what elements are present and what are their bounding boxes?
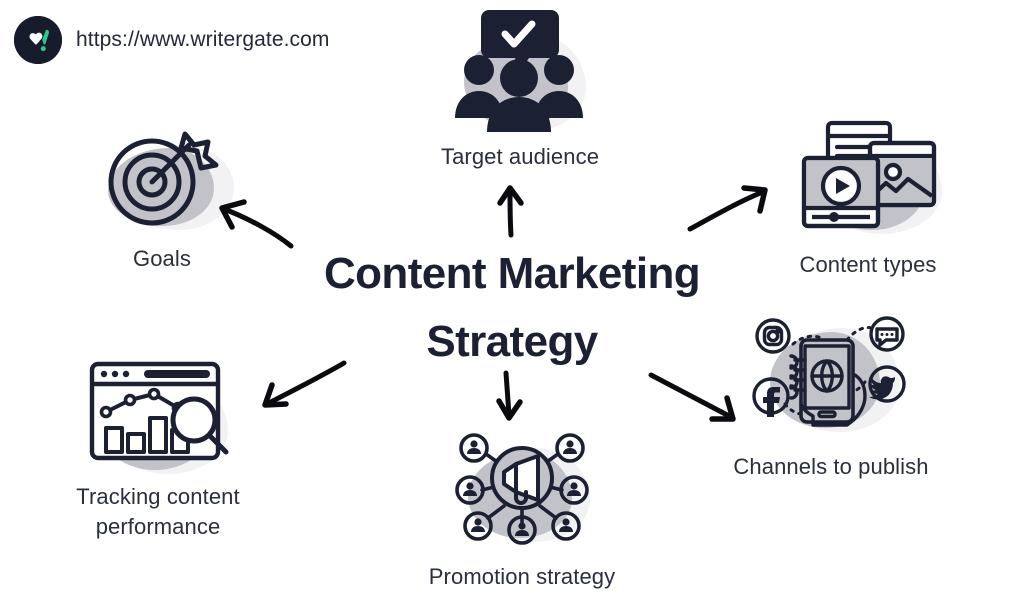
people-group-checkmark-icon xyxy=(455,10,583,132)
node-tracking-label: Tracking content performance xyxy=(76,484,240,539)
page-title-line-2: Strategy xyxy=(426,317,598,367)
node-channels-art xyxy=(700,312,962,440)
node-promotion-label: Promotion strategy xyxy=(428,564,616,589)
arrow-to-target-audience xyxy=(497,185,524,238)
node-channels-to-publish[interactable]: Channels to publish xyxy=(700,312,962,482)
node-promotion-strategy[interactable]: Promotion strategy xyxy=(402,428,642,592)
node-goals-art xyxy=(52,126,272,230)
target-dartboard-arrow-icon xyxy=(108,131,219,226)
brand-url-text: https://www.writergate.com xyxy=(76,28,330,51)
node-goals[interactable]: Goals xyxy=(52,126,272,274)
analytics-browser-magnifier-icon xyxy=(89,361,229,461)
brand-header: https://www.writergate.com xyxy=(14,16,330,64)
heart-exclamation-logo-icon xyxy=(14,16,62,64)
node-target-audience-label: Target audience xyxy=(440,144,600,169)
node-target-audience[interactable]: Target audience xyxy=(408,8,632,172)
media-cards-video-image-document-icon xyxy=(801,120,937,229)
node-content-types[interactable]: Content types xyxy=(752,118,984,280)
node-goals-label: Goals xyxy=(133,246,191,271)
node-channels-label: Channels to publish xyxy=(733,454,929,479)
node-promotion-art xyxy=(402,428,642,546)
node-tracking-performance[interactable]: Tracking content performance xyxy=(28,356,288,541)
node-content-types-label: Content types xyxy=(799,252,937,277)
megaphone-network-nodes-icon xyxy=(455,433,589,545)
page-title: Content Marketing Strategy xyxy=(282,240,742,376)
hand-phone-social-network-icon xyxy=(752,316,906,427)
arrow-to-promotion xyxy=(496,370,523,421)
node-target-audience-art xyxy=(408,8,632,134)
page-title-line-1: Content Marketing xyxy=(323,249,701,298)
node-content-types-art xyxy=(752,118,984,234)
node-tracking-art xyxy=(28,356,288,474)
